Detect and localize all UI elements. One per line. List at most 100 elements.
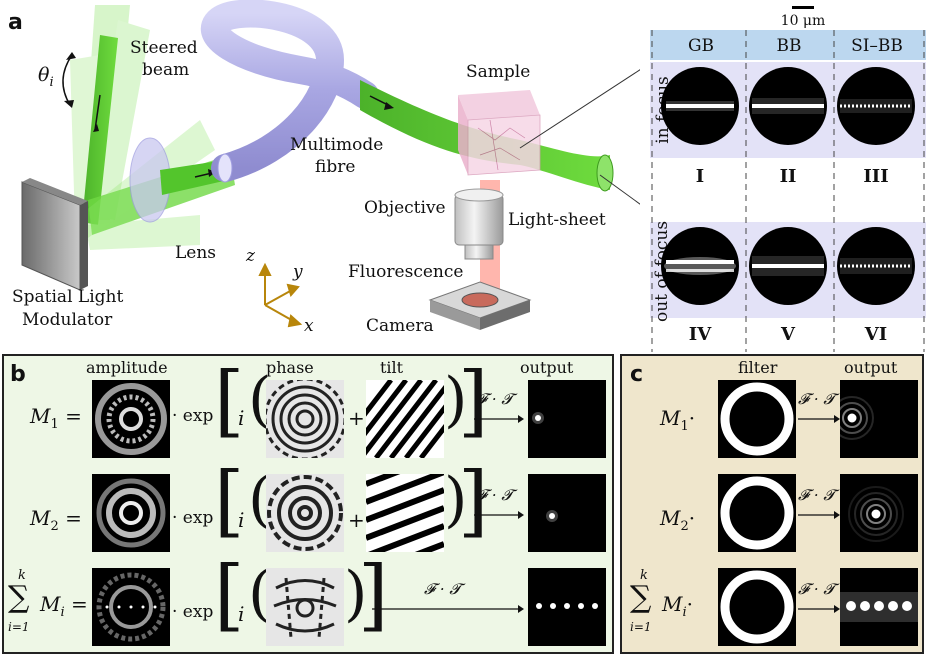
row2-left-bracket: [ xyxy=(214,456,245,546)
profile-bb-out-of-focus xyxy=(749,227,827,305)
c-row2-arrow xyxy=(798,511,840,519)
profile-gb-out-of-focus xyxy=(661,227,739,305)
row2-amplitude-image xyxy=(92,474,170,552)
camera-label: Camera xyxy=(366,316,434,336)
axes-glyph xyxy=(258,262,303,328)
row1-ft: 𝓕 · 𝓣 xyxy=(476,390,513,408)
row2-right-bracket: ] xyxy=(458,456,489,546)
row3-phase-image xyxy=(266,568,344,646)
c-row3-ft: 𝓕 · 𝓣 xyxy=(798,580,835,598)
sample-cube xyxy=(458,90,541,176)
row1-amplitude-image xyxy=(92,380,170,458)
profile-bb-in-focus xyxy=(749,67,827,145)
c-row1-arrow xyxy=(798,415,840,423)
panel-b-letter: b xyxy=(10,362,26,387)
header-tilt: tilt xyxy=(380,358,404,377)
lens-label: Lens xyxy=(175,243,217,263)
profile-sibb-in-focus xyxy=(837,67,915,145)
roman-iii: III xyxy=(863,166,889,187)
row3-exp: · exp xyxy=(172,602,214,622)
row1-i: i xyxy=(238,406,245,430)
header-phase: phase xyxy=(266,358,314,377)
row1-lhs: M1 = xyxy=(30,404,82,432)
row3-arrow xyxy=(372,605,524,613)
panel-a: a xyxy=(8,0,926,352)
row3-right-bracket: ] xyxy=(358,550,389,640)
row2-tilt-image xyxy=(366,474,444,552)
multimode-label-1: Multimode xyxy=(290,135,384,155)
c-row1-filter-image xyxy=(718,380,796,458)
panel-a-letter: a xyxy=(8,10,23,35)
row2-plus: + xyxy=(348,508,365,532)
row2-lhs: M2 = xyxy=(30,506,82,534)
c-row2-filter-image xyxy=(718,474,796,552)
roman-iv: IV xyxy=(688,324,712,345)
header-amplitude: amplitude xyxy=(86,358,168,377)
row2-arrow xyxy=(474,511,524,519)
roman-vi: VI xyxy=(864,324,888,345)
row1-arrow xyxy=(474,415,524,423)
row1-left-paren: ( xyxy=(248,365,272,435)
row2-ft: 𝓕 · 𝓣 xyxy=(476,486,513,504)
panel-c-letter: c xyxy=(630,362,644,387)
header-output: output xyxy=(520,358,574,377)
column-header-bar xyxy=(650,30,926,60)
row1-left-bracket: [ xyxy=(214,356,245,446)
c-row1-lhs: M1· xyxy=(660,406,696,434)
row2-i: i xyxy=(238,508,245,532)
sample-label: Sample xyxy=(466,62,531,82)
axis-y-label: y xyxy=(293,262,303,282)
camera-device xyxy=(428,281,532,330)
steered-beam xyxy=(82,35,118,225)
c-row1-ft: 𝓕 · 𝓣 xyxy=(798,390,835,408)
row1-tilt-image xyxy=(366,380,444,458)
c-row3-filter-image xyxy=(718,568,796,646)
row3-ft: 𝓕 · 𝓣 xyxy=(424,580,461,598)
col-header-bb: BB xyxy=(776,36,802,56)
panel-c: c filter output M1· 𝓕 · 𝓣 M2· 𝓕 · 𝓣 k ∑ … xyxy=(620,354,924,654)
scalebar: 10 μm xyxy=(768,6,838,29)
row3-amplitude-image xyxy=(92,568,170,646)
row1-right-paren: ) xyxy=(444,365,468,435)
row3-left-paren: ( xyxy=(248,559,272,629)
header-output-c: output xyxy=(844,358,898,377)
optical-setup-illustration xyxy=(21,0,640,330)
steered-beam-label-2: beam xyxy=(142,60,190,80)
light-sheet-label: Light-sheet xyxy=(508,210,606,230)
multimode-label-2: fibre xyxy=(315,157,356,177)
objective-label: Objective xyxy=(364,198,446,218)
roman-i: I xyxy=(695,166,705,187)
row3-i: i xyxy=(238,602,245,626)
row1-output-image xyxy=(528,380,606,458)
axis-z-label: z xyxy=(246,246,255,266)
header-filter: filter xyxy=(738,358,778,377)
slm-label-2: Modulator xyxy=(22,310,113,330)
c-row3-arrow xyxy=(798,605,840,613)
profile-gb-in-focus xyxy=(661,67,739,145)
roman-ii: II xyxy=(779,166,797,187)
row1-phase-image xyxy=(266,380,344,458)
row3-lhs: k ∑ i=1 Mi = xyxy=(8,568,88,634)
row2-exp: · exp xyxy=(172,508,214,528)
dashed-separators xyxy=(651,30,925,352)
fluorescence-label: Fluorescence xyxy=(348,262,464,282)
slm-label-1: Spatial Light xyxy=(12,287,124,307)
row3-right-paren: ) xyxy=(344,559,368,629)
row2-phase-image xyxy=(266,474,344,552)
profile-sibb-out-of-focus xyxy=(837,227,915,305)
beam-profile-grid: 10 μm GB BB SI–BB in focus out of focus … xyxy=(650,0,926,352)
axis-x-label: x xyxy=(304,316,314,336)
row3-output-image xyxy=(528,568,606,646)
slm-device xyxy=(21,178,88,291)
col-header-sibb: SI–BB xyxy=(851,36,903,56)
theta-label: θi xyxy=(38,64,54,90)
row2-right-paren: ) xyxy=(444,465,468,535)
c-row1-output-image xyxy=(840,380,918,458)
c-row2-lhs: M2· xyxy=(660,506,696,534)
c-row2-output-image xyxy=(840,474,918,552)
col-header-gb: GB xyxy=(687,36,715,56)
c-row2-ft: 𝓕 · 𝓣 xyxy=(798,486,835,504)
c-row3-lhs: k ∑ i=1 Mi· xyxy=(630,568,694,634)
row2-output-image xyxy=(528,474,606,552)
panel-b: b amplitude phase tilt output M1 = · exp… xyxy=(2,354,614,654)
